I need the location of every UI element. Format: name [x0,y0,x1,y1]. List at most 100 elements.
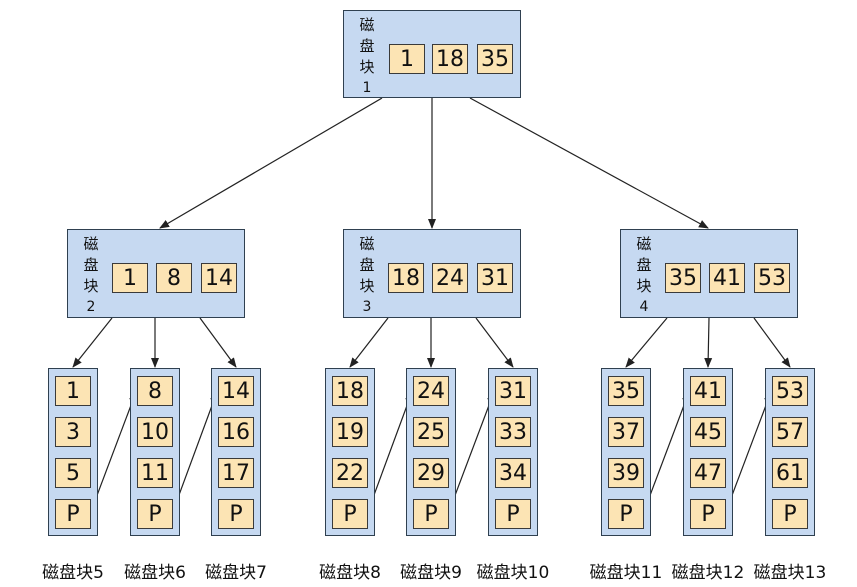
leaf-key: 3 [55,417,91,447]
leaf-pointer: P [495,499,531,529]
leaf-caption: 磁盘块13 [753,563,827,583]
leaf-caption: 磁盘块10 [476,563,550,583]
disk-block-2-label-char: 盘 [83,256,99,274]
leaf-key: 41 [690,376,726,406]
leaf-key: 35 [608,376,644,406]
leaf-key: 17 [218,458,254,488]
leaf-caption: 磁盘块6 [124,563,186,583]
leaf-key: 57 [772,417,808,447]
leaf-pointer: P [332,499,368,529]
disk-block-3-key: 31 [477,263,513,293]
disk-block-2-key: 8 [156,263,192,293]
leaf-key: 11 [137,458,173,488]
leaf-key: 8 [137,376,173,406]
root-to-block-2-arrow [159,97,383,229]
disk-block-4-label-char: 块 [636,277,652,295]
leaf-key: 33 [495,417,531,447]
leaf-pointer: P [413,499,449,529]
internal-to-leaf-arrow [199,317,237,368]
disk-block-3-label-char: 3 [362,299,372,315]
leaf-caption: 磁盘块9 [400,563,462,583]
leaf-key: 24 [413,376,449,406]
leaf-key: 1 [55,376,91,406]
disk-block-2-label-char: 磁 [83,235,99,253]
disk-block-3-label-char: 盘 [359,256,375,274]
disk-block-1-key: 18 [432,44,468,74]
leaf-caption: 磁盘块11 [589,563,663,583]
disk-block-4-key: 41 [709,263,745,293]
leaf-pointer: P [55,499,91,529]
disk-block-4-label: 磁盘块 4 [633,234,655,318]
leaf-key: 37 [608,417,644,447]
leaf-caption: 磁盘块7 [205,563,267,583]
internal-to-leaf-arrow [753,317,791,368]
disk-block-3-key: 18 [388,263,424,293]
leaf-key: 39 [608,458,644,488]
disk-block-2-label-char: 块 [83,277,99,295]
disk-block-3-label-char: 磁 [359,235,375,253]
leaf-key: 5 [55,458,91,488]
disk-block-4-key: 53 [754,263,790,293]
leaf-caption: 磁盘块5 [42,563,104,583]
disk-block-2-label-char: 2 [86,299,96,315]
leaf-key: 14 [218,376,254,406]
disk-block-4-label-char: 盘 [636,256,652,274]
leaf-key: 25 [413,417,449,447]
leaf-pointer: P [137,499,173,529]
disk-block-3-key: 24 [432,263,468,293]
leaf-key: 19 [332,417,368,447]
leaf-pointer: P [772,499,808,529]
disk-block-4: 磁盘块 4 35 41 53 [620,229,798,318]
disk-block-1-key: 35 [477,44,513,74]
disk-block-2-label: 磁盘块 2 [80,234,102,318]
leaf-key: 29 [413,458,449,488]
leaf-caption: 磁盘块8 [319,563,381,583]
internal-to-leaf-arrow [349,317,389,368]
leaf-key: 34 [495,458,531,488]
leaf-key: 45 [690,417,726,447]
internal-to-leaf-arrow [72,317,113,368]
leaf-pointer: P [690,499,726,529]
internal-to-leaf-arrow [704,317,713,368]
leaf-key: 53 [772,376,808,406]
disk-block-1-key: 1 [389,44,425,74]
leaf-key: 31 [495,376,531,406]
disk-block-1-label-char: 块 [359,58,375,76]
disk-block-1-label-char: 盘 [359,37,375,55]
leaf-pointer: P [218,499,254,529]
leaf-key: 10 [137,417,173,447]
disk-block-1-label-char: 磁 [359,16,375,34]
internal-to-leaf-arrow [625,317,668,368]
leaf-caption: 磁盘块12 [671,563,745,583]
disk-block-4-key: 35 [665,263,701,293]
disk-block-3: 磁盘块 3 18 24 31 [343,229,521,318]
disk-block-1-label: 磁盘块 1 [356,15,378,99]
leaf-key: 47 [690,458,726,488]
disk-block-1-label-char: 1 [362,80,372,96]
leaf-key: 22 [332,458,368,488]
disk-block-3-label-char: 块 [359,277,375,295]
leaf-key: 16 [218,417,254,447]
disk-block-3-label: 磁盘块 3 [356,234,378,318]
disk-block-2-key: 1 [112,263,148,293]
internal-to-leaf-arrow [475,317,514,368]
root-to-block-4-arrow [469,97,709,229]
leaf-key: 61 [772,458,808,488]
disk-block-4-label-char: 4 [639,299,649,315]
leaf-key: 18 [332,376,368,406]
leaf-pointer: P [608,499,644,529]
disk-block-4-label-char: 磁 [636,235,652,253]
disk-block-2-key: 14 [201,263,237,293]
